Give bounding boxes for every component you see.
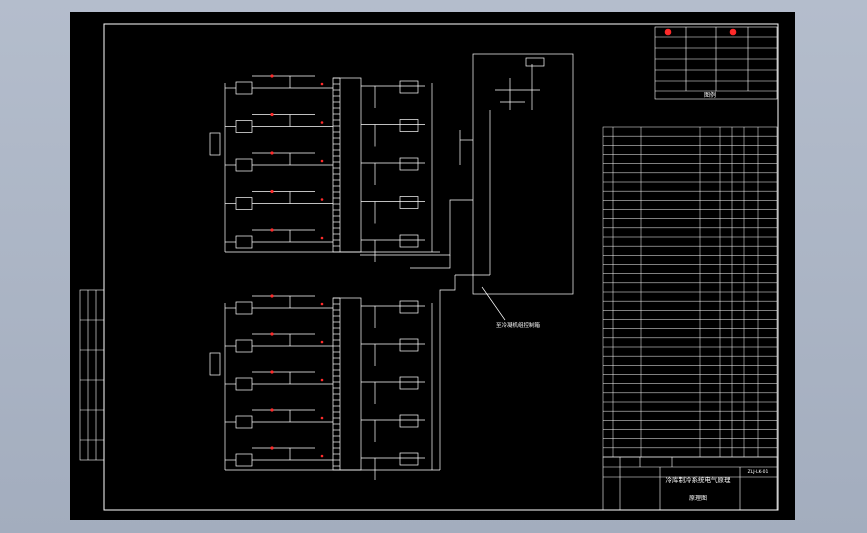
to-condenser-annotation: 至冷凝机组控制箱 xyxy=(496,321,541,329)
drawing-title: 冷库制冷系统电气原理 xyxy=(666,475,732,484)
upper-control-circuit xyxy=(209,74,440,262)
legend-table xyxy=(654,26,778,100)
condenser-panel xyxy=(455,53,574,295)
binding-strip-table xyxy=(79,289,105,461)
bom-table xyxy=(602,126,778,458)
interconnect-lines xyxy=(360,130,506,470)
drawing-subtitle: 原理图 xyxy=(689,495,707,502)
lower-control-circuit xyxy=(209,294,440,480)
inner-frame xyxy=(103,23,779,511)
drawing-sheet xyxy=(70,12,795,520)
legend-title: 图例 xyxy=(704,91,716,99)
title-block xyxy=(602,456,778,511)
doc-number: ZLJ-LK-01 xyxy=(748,469,769,475)
